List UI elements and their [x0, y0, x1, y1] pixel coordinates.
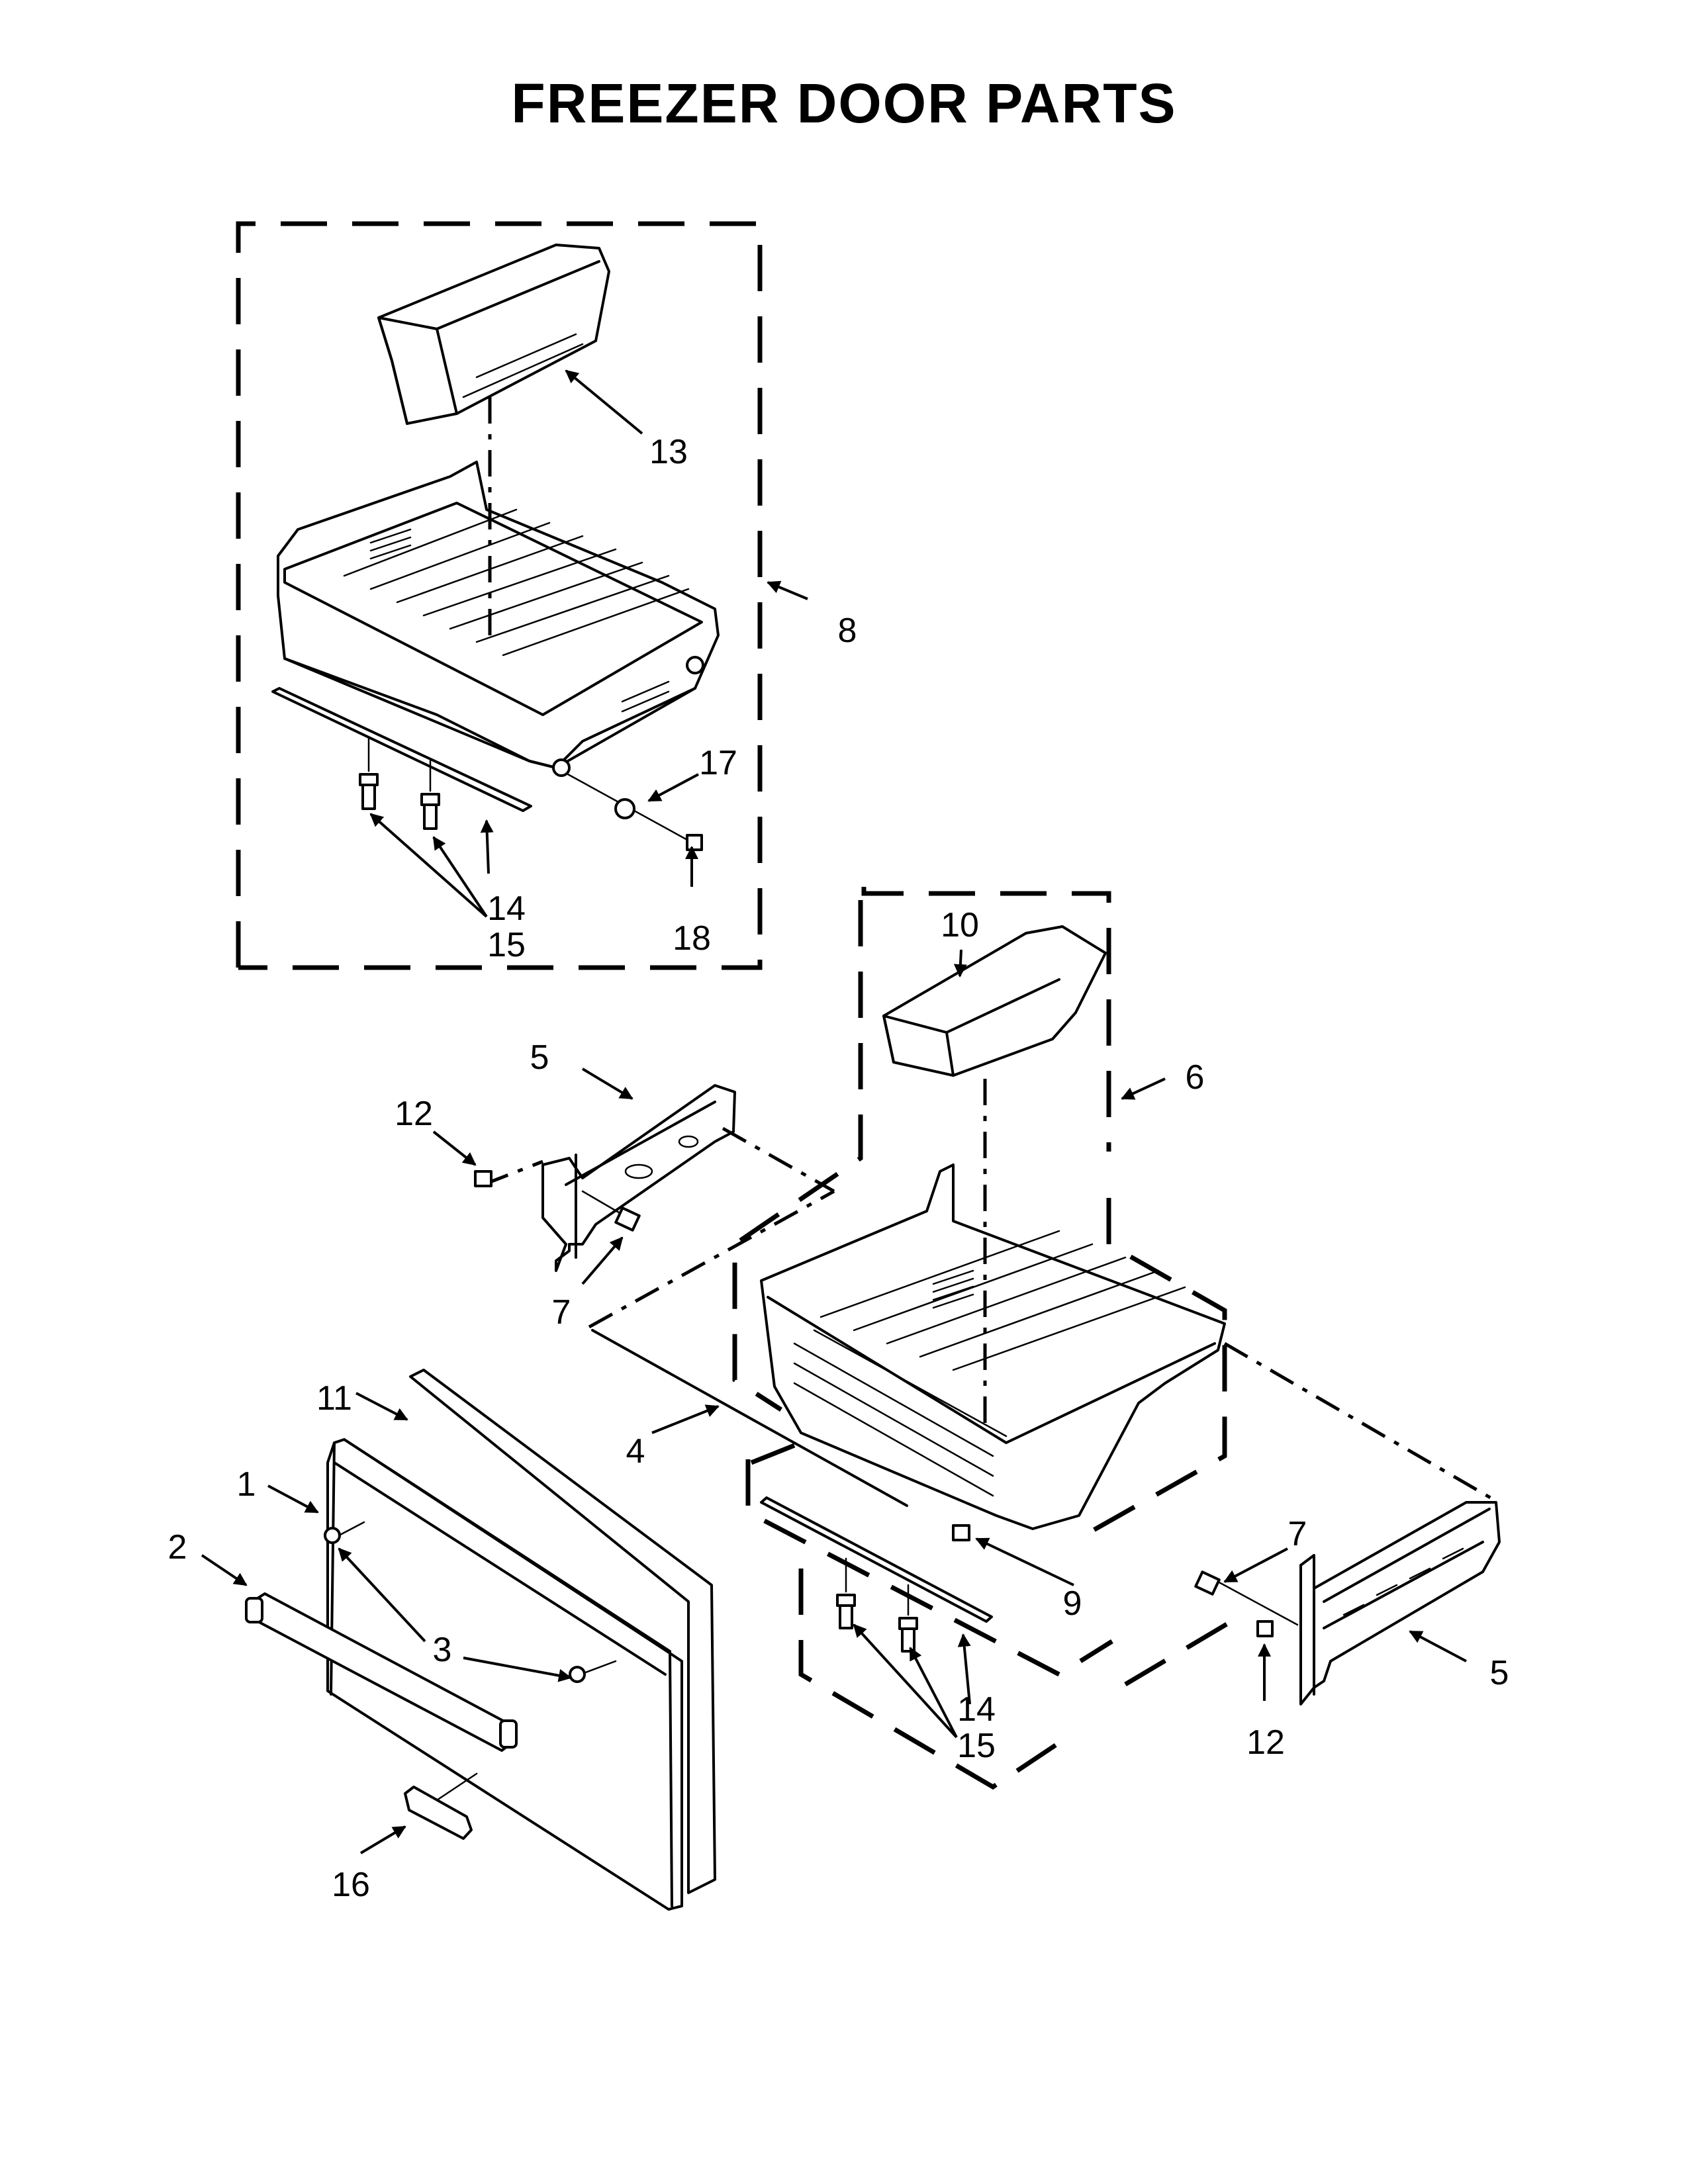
callout-13: 13: [649, 433, 688, 471]
stop-part-12a: [474, 1170, 492, 1187]
callout-18: 18: [673, 919, 711, 958]
callout-1: 1: [237, 1465, 256, 1504]
callout-12-right: 12: [1246, 1723, 1285, 1762]
callout-10: 10: [941, 906, 979, 944]
bushing-part-9: [952, 1524, 970, 1541]
handle-part-2: [245, 1592, 518, 1752]
screw-part-18: [686, 834, 703, 851]
stop-part-12b: [1256, 1620, 1274, 1637]
small-bin-part-10: [882, 925, 1107, 1077]
washer-part-17: [614, 798, 635, 819]
callout-14: 14: [487, 889, 526, 928]
callout-7-right: 7: [1288, 1515, 1307, 1553]
divider-rod-part-4: [591, 1329, 908, 1507]
left-slide-rail-part-5: [483, 1084, 835, 1329]
callout-16: 16: [332, 1866, 370, 1904]
trim-strip-part-14: [271, 687, 532, 812]
badge-part-16: [404, 1786, 473, 1840]
upper-freezer-basket: [277, 461, 720, 777]
small-bin-part-13: [377, 244, 610, 425]
callout-3: 3: [433, 1631, 452, 1669]
callout-5-right: 5: [1490, 1654, 1509, 1692]
callout-11: 11: [316, 1379, 352, 1418]
callout-14-lower: 14: [957, 1690, 996, 1729]
right-slide-rail-part-5: [1299, 1501, 1501, 1706]
callout-labels: 13 8 17 14 15 18 10 6 5 12 7 4 11 1 2 3 …: [168, 433, 1509, 1904]
callout-9: 9: [1063, 1584, 1082, 1623]
door-gasket-part-11: [409, 1369, 716, 1894]
screw-part-7a: [581, 1190, 641, 1232]
screw-part-3a: [324, 1527, 341, 1544]
screws-part-15: [359, 737, 440, 830]
callout-4: 4: [626, 1432, 645, 1471]
lower-basket-assembly: [732, 887, 1494, 1790]
lower-trim-strip-part-14: [760, 1496, 993, 1623]
screw-part-7b: [1194, 1570, 1299, 1626]
screw-part-3b: [569, 1666, 586, 1683]
callout-8: 8: [838, 612, 857, 650]
callout-6: 6: [1186, 1058, 1205, 1097]
callout-15: 15: [487, 926, 526, 964]
callout-leaders: [201, 369, 1467, 1854]
lower-freezer-basket: [760, 1163, 1226, 1530]
freezer-door-part-1: [245, 1369, 716, 1911]
callout-5: 5: [530, 1038, 549, 1077]
lower-screws-part-15: [836, 1557, 918, 1653]
page-title: FREEZER DOOR PARTS: [511, 72, 1176, 134]
callout-12: 12: [395, 1095, 433, 1133]
callout-7: 7: [552, 1293, 571, 1332]
upper-basket-assembly: [236, 221, 763, 970]
callout-15-lower: 15: [957, 1727, 996, 1765]
callout-17: 17: [699, 744, 737, 782]
callout-2: 2: [168, 1528, 187, 1567]
